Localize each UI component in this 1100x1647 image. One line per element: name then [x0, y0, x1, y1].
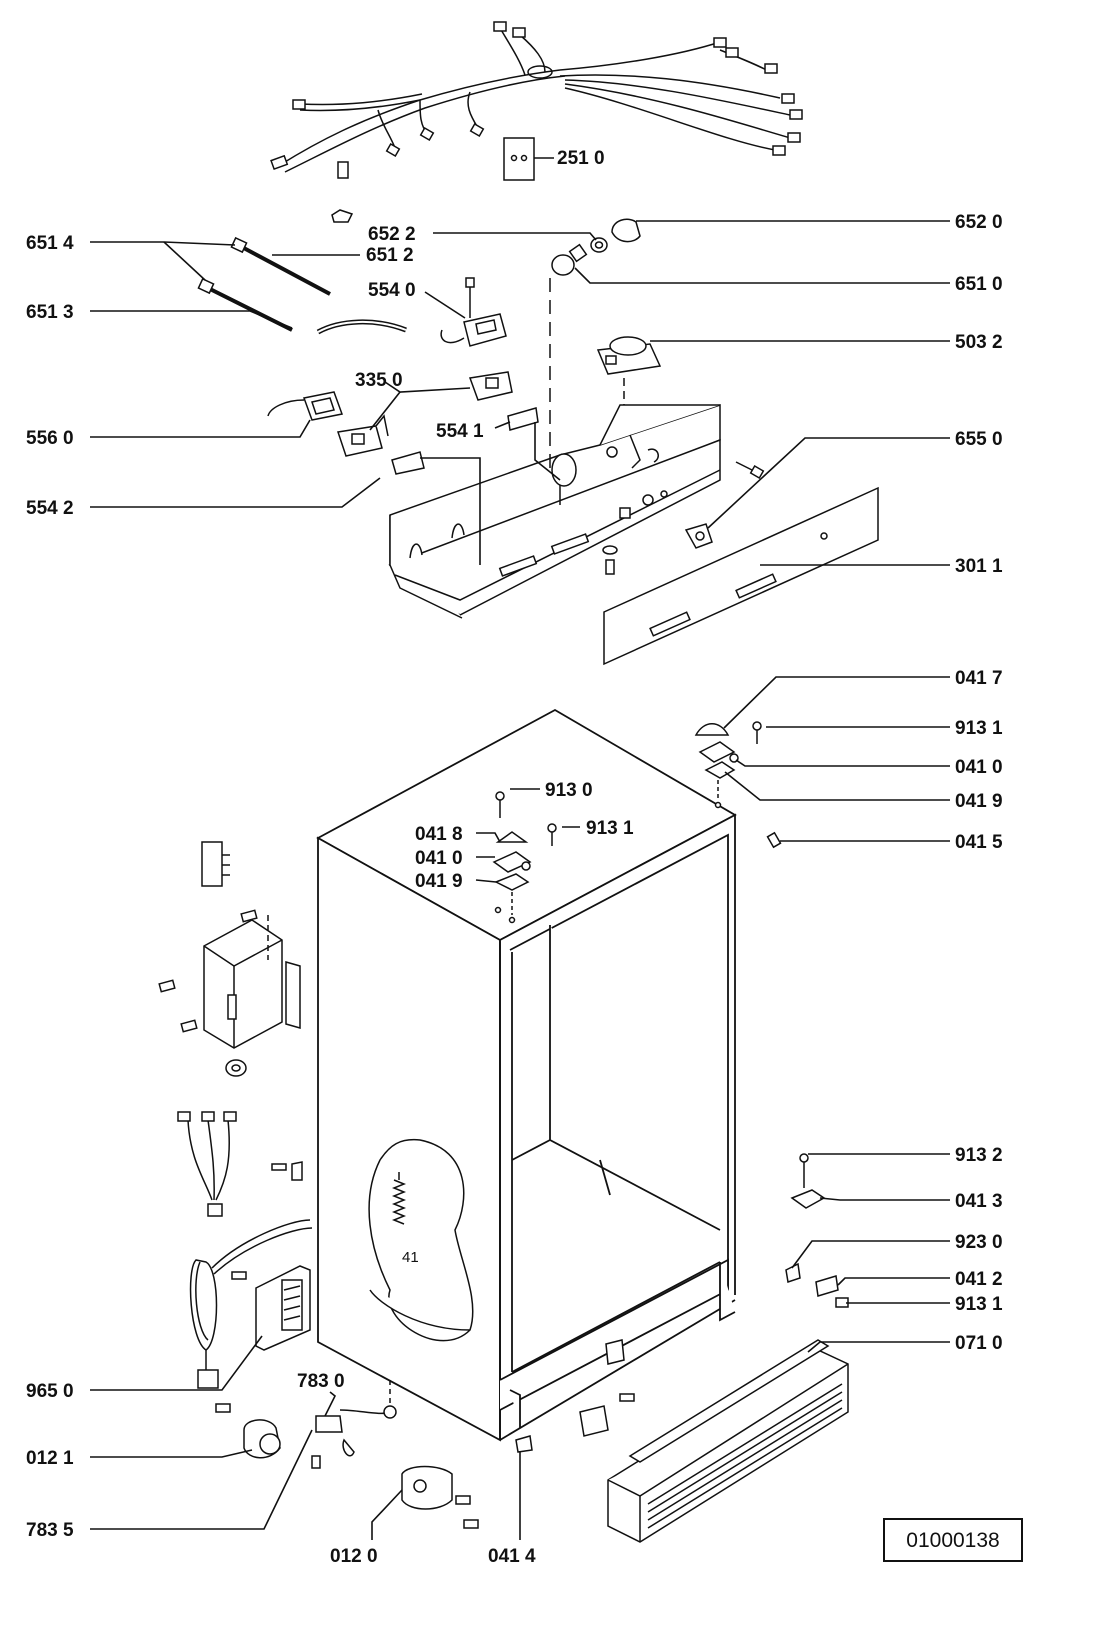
label-7835: 783 5 — [26, 1520, 74, 1541]
label-6510: 651 0 — [955, 274, 1003, 295]
small-clips — [332, 162, 352, 222]
label-41: 41 — [402, 1249, 419, 1266]
label-3011: 301 1 — [955, 556, 1003, 577]
toe-grille-0710 — [608, 1340, 848, 1542]
label-0415: 041 5 — [955, 832, 1003, 853]
label-5542: 554 2 — [26, 498, 74, 519]
lamp-assembly — [552, 219, 640, 275]
label-0414: 041 4 — [488, 1546, 536, 1567]
power-cord-unit — [191, 1220, 312, 1388]
label-sheets — [392, 408, 538, 474]
label-0417: 041 7 — [955, 668, 1003, 689]
part-labels: 251 0 652 0 652 2 651 4 651 2 651 0 651 … — [26, 148, 1003, 1567]
cabinet-cutaway — [369, 1140, 473, 1341]
brackets-3350 — [338, 372, 512, 456]
document-code-box: 01000138 — [884, 1519, 1022, 1561]
label-0410-a: 041 0 — [955, 757, 1003, 778]
control-housing — [390, 405, 720, 618]
label-6513: 651 3 — [26, 302, 74, 323]
label-0419-b: 041 9 — [415, 871, 463, 892]
label-6520: 652 0 — [955, 212, 1003, 233]
label-0710: 071 0 — [955, 1333, 1003, 1354]
label-0121: 012 1 — [26, 1448, 74, 1469]
harness-connectors — [271, 22, 802, 169]
label-9131-a: 913 1 — [955, 718, 1003, 739]
label-9130: 913 0 — [545, 780, 593, 801]
label-0413: 041 3 — [955, 1191, 1003, 1212]
label-5540: 554 0 — [368, 280, 416, 301]
switch-5540 — [441, 278, 506, 346]
label-2510: 251 0 — [557, 148, 605, 169]
label-5541: 554 1 — [436, 421, 484, 442]
switch-5560 — [268, 392, 342, 420]
label-5032: 503 2 — [955, 332, 1003, 353]
label-0412: 041 2 — [955, 1269, 1003, 1290]
label-3350: 335 0 — [355, 370, 403, 391]
spring-41 — [394, 1172, 404, 1224]
fitting-6550 — [686, 524, 712, 548]
label-9650: 965 0 — [26, 1381, 74, 1402]
label-9230: 923 0 — [955, 1232, 1003, 1253]
left-wiring — [178, 1112, 302, 1216]
leader-lines — [90, 158, 950, 1540]
plate-2510 — [504, 138, 534, 180]
label-6512: 651 2 — [366, 245, 414, 266]
label-7830: 783 0 — [297, 1371, 345, 1392]
label-5560: 556 0 — [26, 428, 74, 449]
label-9131-b: 913 1 — [586, 818, 634, 839]
cabinet — [318, 710, 735, 1440]
label-9131-c: 913 1 — [955, 1294, 1003, 1315]
hinge-top-front — [494, 792, 556, 923]
label-6514: 651 4 — [26, 233, 74, 254]
label-0120: 012 0 — [330, 1546, 378, 1567]
bottom-hardware — [216, 1340, 634, 1528]
left-parts — [159, 842, 300, 1076]
wiring-harness — [280, 28, 790, 172]
heater-leads — [198, 238, 406, 332]
strip-3011 — [604, 488, 878, 664]
label-6550: 655 0 — [955, 429, 1003, 450]
label-0419-a: 041 9 — [955, 791, 1003, 812]
screws-housing — [603, 462, 763, 574]
label-6522: 652 2 — [368, 224, 416, 245]
label-0410-b: 041 0 — [415, 848, 463, 869]
label-0418: 041 8 — [415, 824, 463, 845]
label-9132: 913 2 — [955, 1145, 1003, 1166]
document-code: 01000138 — [906, 1529, 999, 1552]
